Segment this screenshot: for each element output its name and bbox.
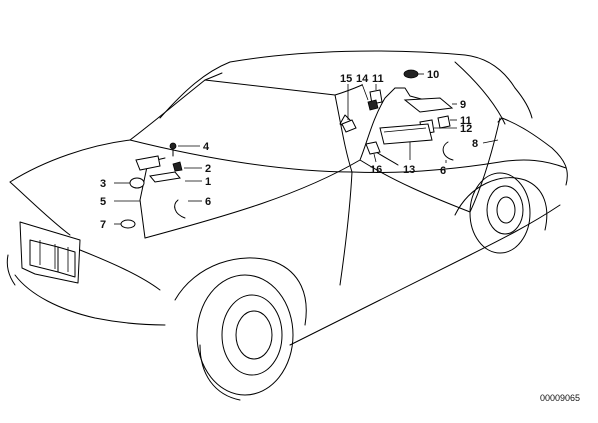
part-6-right (442, 141, 454, 161)
part-11-right (437, 115, 451, 129)
callout-2: 2 (205, 163, 211, 175)
part-8 (497, 117, 506, 125)
part-7 (120, 219, 136, 229)
callout-16: 16 (370, 164, 382, 176)
callout-8: 8 (472, 138, 478, 150)
callout-10: 10 (427, 69, 439, 81)
document-number: 00009065 (540, 393, 580, 403)
part-3 (129, 177, 145, 189)
part-10 (403, 69, 419, 79)
callout-11a: 11 (372, 73, 384, 85)
car-body-outline (6, 50, 568, 401)
part-4 (169, 142, 177, 157)
callout-5: 5 (100, 196, 106, 208)
part-9 (403, 97, 454, 113)
part-6-left (174, 199, 186, 219)
callout-4: 4 (203, 141, 210, 153)
callout-9: 9 (460, 99, 466, 111)
callout-3: 3 (100, 178, 106, 190)
callout-15: 15 (340, 73, 352, 85)
callout-13: 13 (403, 164, 415, 176)
callout-6a: 6 (205, 196, 211, 208)
part-15 (341, 119, 357, 133)
part-16 (365, 141, 381, 155)
part-2 (172, 161, 183, 172)
part-5 (135, 155, 161, 171)
leader-lines (114, 73, 499, 225)
part-14 (367, 99, 379, 111)
part-13 (379, 123, 433, 145)
callout-12: 12 (460, 123, 472, 135)
callout-1: 1 (205, 176, 211, 188)
callout-6b: 6 (440, 165, 446, 177)
parts (120, 69, 506, 229)
callout-14: 14 (356, 73, 369, 85)
callout-11b: 11 (460, 115, 472, 127)
part-1 (149, 171, 181, 183)
callout-7: 7 (100, 219, 106, 231)
callouts: 1 2 3 4 5 6 6 7 8 9 10 11 11 12 13 14 15… (100, 69, 478, 231)
